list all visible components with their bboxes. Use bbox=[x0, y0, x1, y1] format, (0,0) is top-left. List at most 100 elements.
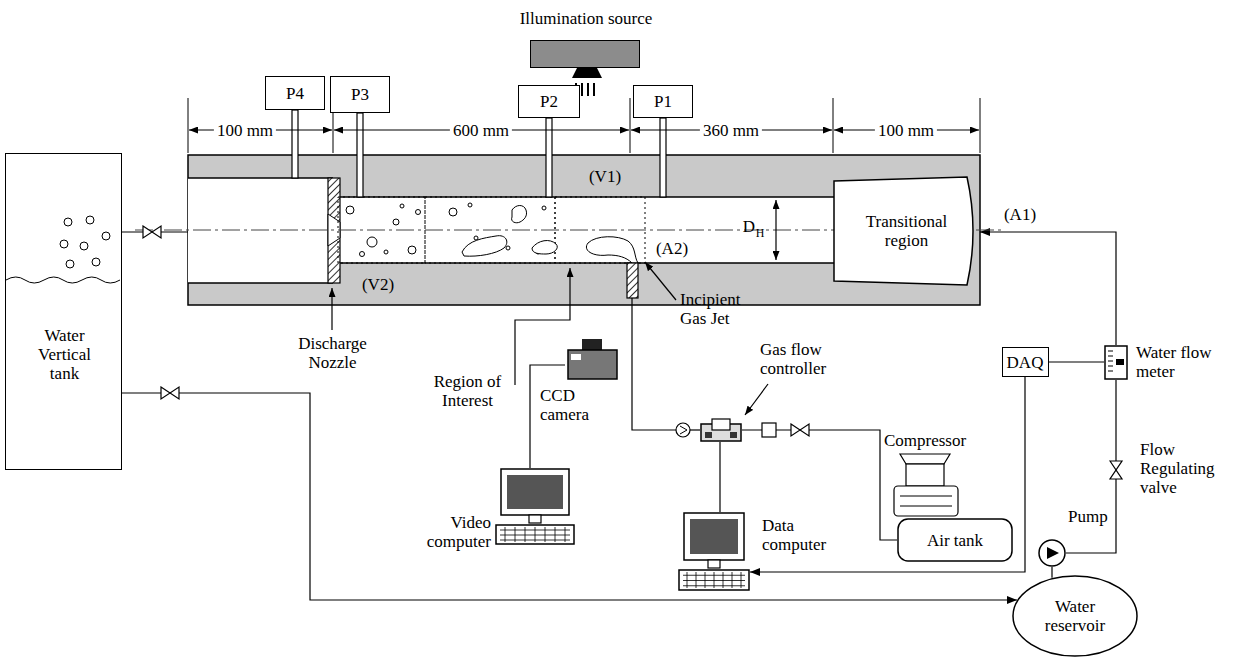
part-label: Incipient Gas Jet bbox=[680, 290, 758, 328]
text-holder: Air tank bbox=[897, 518, 1013, 562]
leader-line bbox=[745, 384, 768, 415]
flow-meter-shape bbox=[1104, 345, 1128, 380]
part-label: Region of Interest bbox=[425, 372, 510, 410]
data-computer-shape bbox=[714, 572, 715, 588]
gas-flow-controller-shape bbox=[712, 419, 730, 430]
lamp bbox=[572, 68, 602, 78]
transitional-region-shape bbox=[834, 177, 973, 285]
node-label: Gas flow controller bbox=[760, 340, 845, 378]
light-source: Illumination source bbox=[530, 40, 640, 68]
valve bbox=[791, 424, 809, 436]
sensor-stem bbox=[292, 110, 666, 197]
video-computer-shape bbox=[496, 525, 574, 544]
pipe-connector bbox=[1066, 380, 1116, 553]
video-computer-shape bbox=[555, 527, 556, 542]
station-label: (A2) bbox=[656, 239, 688, 258]
node-label: Video computer bbox=[425, 513, 491, 551]
compressor bbox=[906, 464, 944, 486]
daq-box: DAQ bbox=[1002, 347, 1049, 377]
compressor bbox=[900, 454, 950, 464]
node-label: P1 bbox=[654, 92, 672, 111]
station-label: (V2) bbox=[362, 275, 394, 294]
station-label: (V1) bbox=[589, 167, 621, 186]
pipe-connector bbox=[980, 232, 1116, 345]
gas-injector bbox=[632, 298, 676, 430]
text-holder: P2 bbox=[519, 86, 579, 117]
compressor bbox=[894, 486, 958, 516]
data-computer-shape bbox=[705, 572, 706, 588]
tank-water bbox=[66, 260, 74, 268]
diameter-symbol: D bbox=[743, 217, 755, 236]
bubbles bbox=[468, 203, 472, 207]
ccd-camera-shape bbox=[571, 354, 581, 360]
tank-water bbox=[6, 277, 120, 283]
compressor bbox=[900, 495, 952, 496]
lamp bbox=[587, 83, 589, 96]
bubbles bbox=[416, 210, 421, 215]
node-label: Pump bbox=[1068, 507, 1118, 526]
video-computer-shape bbox=[495, 468, 575, 545]
pipe-connector bbox=[122, 393, 1017, 600]
data-computer-shape bbox=[696, 572, 697, 588]
pressure-sensor: P4 bbox=[265, 76, 325, 110]
node-label: Air tank bbox=[927, 531, 983, 550]
node-label: Water Vertical tank bbox=[24, 326, 105, 383]
gas-injector bbox=[690, 429, 700, 430]
text-holder: P1 bbox=[634, 86, 692, 117]
node-label: Data computer bbox=[762, 516, 834, 554]
ccd-camera: CCD camera bbox=[565, 338, 620, 380]
compressor bbox=[900, 505, 952, 506]
flow-meter: Water flow meter bbox=[1104, 345, 1128, 380]
tank-water bbox=[102, 232, 110, 240]
bubbles bbox=[462, 236, 507, 257]
ccd-camera-shape bbox=[568, 350, 617, 379]
dimension: 600 mm bbox=[450, 121, 512, 140]
gas-injector bbox=[676, 423, 690, 437]
flow-meter-shape bbox=[1105, 346, 1127, 379]
gas-injector bbox=[627, 263, 700, 437]
pipe-body bbox=[188, 177, 333, 179]
bubbles bbox=[367, 237, 377, 247]
node-label: CCD camera bbox=[540, 386, 600, 424]
pipe-connector bbox=[719, 442, 720, 512]
gas-flow-controller: Gas flow controller bbox=[700, 418, 742, 442]
bubbles bbox=[449, 208, 457, 216]
diameter-subscript: H bbox=[756, 226, 765, 240]
data-computer-shape bbox=[732, 572, 733, 588]
data-computer-shape bbox=[708, 560, 720, 568]
pressure-sensor: P3 bbox=[330, 76, 390, 113]
valve bbox=[1110, 461, 1122, 479]
dimension-line bbox=[188, 98, 189, 153]
compressor bbox=[894, 454, 958, 516]
video-computer-shape bbox=[529, 515, 541, 523]
part-label: Compressor bbox=[884, 431, 966, 450]
tank-water bbox=[86, 216, 94, 224]
pump-shape bbox=[1047, 547, 1059, 559]
air-tank-shape bbox=[898, 519, 1012, 561]
ccd-camera-shape bbox=[565, 338, 620, 380]
part-label: Flow Regulating valve bbox=[1140, 440, 1220, 497]
text-holder: DAQ bbox=[1003, 348, 1048, 376]
bubbles bbox=[346, 206, 354, 214]
bubbles bbox=[400, 204, 404, 208]
station-label: (A1) bbox=[1004, 205, 1036, 224]
gas-injector bbox=[627, 263, 638, 298]
node-label: Transitional region bbox=[852, 212, 962, 250]
pump: Pump bbox=[1038, 539, 1066, 567]
valve bbox=[161, 387, 179, 399]
valve bbox=[143, 226, 1122, 479]
node-label: P4 bbox=[286, 84, 304, 103]
leader-line bbox=[515, 268, 570, 385]
data-computer-shape bbox=[679, 570, 749, 590]
bubbles bbox=[384, 250, 388, 254]
tank-water bbox=[92, 258, 100, 266]
bubbles bbox=[474, 236, 478, 240]
leader-line bbox=[775, 200, 776, 260]
tank-water bbox=[80, 242, 88, 250]
text-holder: Water reservoir bbox=[1012, 575, 1138, 657]
bubbles bbox=[408, 246, 416, 254]
data-computer-shape bbox=[684, 513, 744, 560]
tank-water bbox=[6, 216, 120, 283]
flow-meter-shape bbox=[1116, 359, 1124, 365]
node-label: P3 bbox=[351, 85, 369, 104]
